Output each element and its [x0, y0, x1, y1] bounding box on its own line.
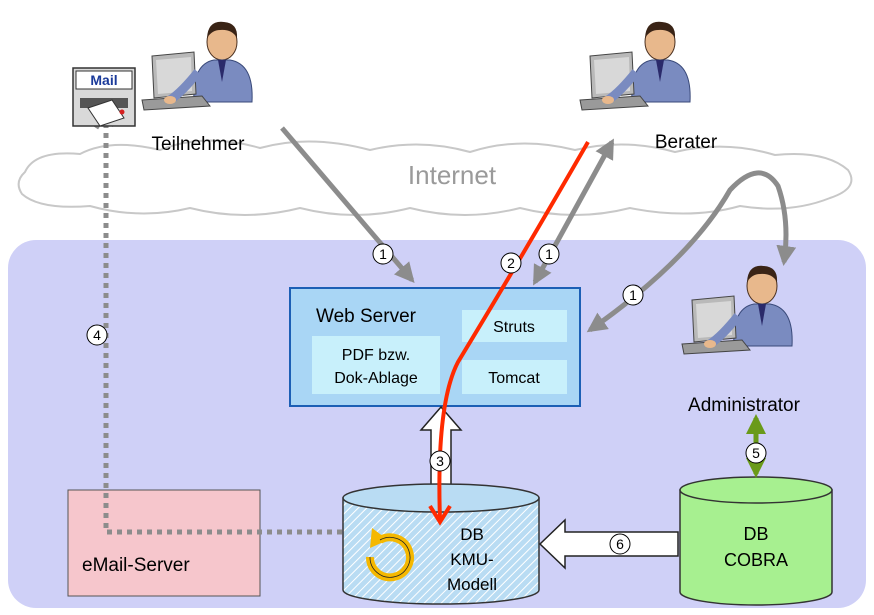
svg-text:2: 2: [507, 255, 515, 271]
step-badge-teilnehmer-request: 1: [372, 243, 394, 265]
email-server-box: [67, 489, 261, 597]
pdf-storage-box: [312, 336, 440, 394]
svg-text:1: 1: [379, 246, 387, 262]
berater-person-icon: [580, 22, 690, 110]
svg-text:1: 1: [629, 287, 637, 303]
teilnehmer-label: Teilnehmer: [152, 134, 246, 155]
step-badge-berater-request: 1: [538, 243, 560, 265]
berater-response-line: [437, 141, 590, 521]
step-badge-berater-response: 2: [500, 252, 522, 274]
step-badge-admin-request: 1: [622, 284, 644, 306]
tomcat-box: [462, 360, 567, 394]
cobra-to-kmu-arrow: [538, 518, 679, 570]
svg-text:6: 6: [616, 536, 624, 552]
db-kmu-line1: DB: [460, 525, 484, 544]
berater-label: Berater: [655, 132, 718, 153]
mail-icon-label: Mail: [90, 72, 117, 88]
administrator-label: Administrator: [688, 395, 801, 416]
admin-request-arrow: [586, 170, 797, 333]
svg-text:3: 3: [436, 453, 444, 469]
internet-cloud: [17, 139, 853, 216]
svg-text:5: 5: [752, 445, 760, 461]
svg-text:1: 1: [545, 246, 553, 262]
struts-label: Struts: [493, 319, 535, 336]
step-badge-email: 4: [86, 324, 108, 346]
pdf-storage-line2: Dok-Ablage: [334, 370, 418, 387]
email-dotted-path: [103, 118, 342, 535]
db-kmu-line2: KMU-: [450, 550, 493, 569]
step-badge-db-access: 3: [429, 450, 451, 472]
db-cobra-line1: DB: [743, 524, 768, 544]
web-server-title: Web Server: [316, 306, 417, 327]
db-kmu-line3: Modell: [447, 575, 497, 594]
step-badge-kmu-transfer: 6: [609, 533, 631, 555]
sync-icon: [365, 528, 414, 582]
teilnehmer-person-icon: [142, 22, 252, 110]
mail-icon: [72, 67, 136, 127]
step-badge-cobra-sync: 5: [745, 442, 767, 464]
internet-label: Internet: [408, 160, 497, 190]
db-cobra-line2: COBRA: [724, 550, 788, 570]
pdf-storage-line1: PDF bzw.: [342, 347, 410, 364]
svg-text:4: 4: [93, 327, 101, 343]
db-cobra-cylinder: [679, 476, 833, 606]
email-server-label: eMail-Server: [82, 555, 190, 576]
tomcat-label: Tomcat: [488, 370, 540, 387]
